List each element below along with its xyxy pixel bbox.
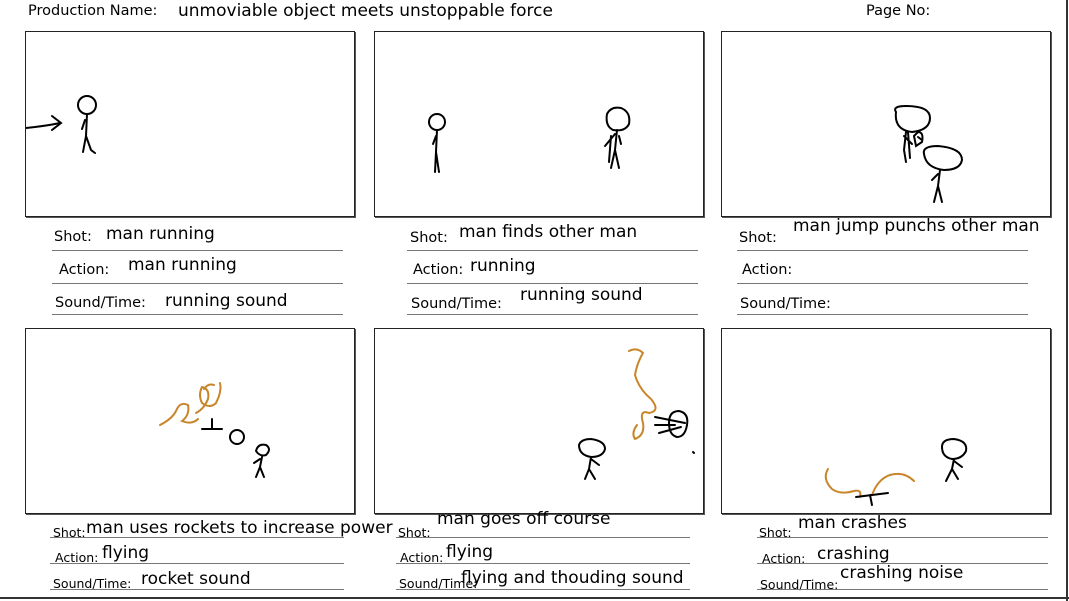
action-label-4: Action: [55,550,99,565]
action-label-5: Action: [400,550,444,565]
shot-value-4: man uses rockets to increase power [86,518,393,538]
sound-label-4: Sound/Time: [53,576,132,591]
sound-label-2: Sound/Time: [411,296,502,312]
shot-label-3: Shot: [739,230,777,246]
shot-line-3 [737,250,1028,251]
action-value-5: flying [446,542,494,562]
storyboard-frame-2 [374,31,704,217]
shot-line-5 [396,537,690,538]
action-value-6: crashing [817,544,890,564]
action-label-6: Action: [762,551,806,566]
sound-line-4 [50,589,344,590]
frame-1-drawing [26,95,97,154]
shot-label-5: Shot: [398,525,431,540]
shot-label-1: Shot: [54,229,92,245]
sound-value-5: flying and thouding sound [461,568,684,588]
shot-label-6: Shot: [759,525,792,540]
sound-line-3 [737,314,1028,315]
page-edge-bottom [0,597,1069,599]
shot-line-1 [52,250,343,251]
production-name-value: unmoviable object meets unstoppable forc… [178,1,553,21]
sound-label-3: Sound/Time: [740,296,831,312]
action-line-4 [50,563,344,564]
shot-value-2: man finds other man [459,222,638,242]
storyboard-frame-6 [721,328,1051,514]
sound-value-1: running sound [165,291,288,311]
shot-value-1: man running [106,224,215,244]
frame-3-drawing [894,104,964,203]
frame-6-drawing [824,437,968,506]
shot-value-5: man goes off course [437,509,611,529]
action-label-2: Action: [413,262,464,278]
action-value-2: running [470,256,536,276]
frame-5-drawing [577,348,695,480]
sound-label-5: Sound/Time: [399,576,478,591]
sound-line-5 [396,589,690,590]
sound-value-4: rocket sound [141,569,251,589]
shot-value-6: man crashes [798,513,907,533]
action-value-4: flying [102,543,150,563]
frame-4-drawing [159,382,270,478]
storyboard-frame-1 [25,31,355,217]
action-label-1: Action: [59,262,110,278]
sound-label-6: Sound/Time: [760,577,839,592]
sound-value-6: crashing noise [840,563,964,583]
sound-label-1: Sound/Time: [55,295,146,311]
storyboard-frame-4 [25,328,355,514]
frame-2-drawing [428,106,631,173]
page-number-label: Page No: [866,3,931,19]
shot-line-4 [50,537,344,538]
shot-line-6 [757,537,1048,538]
shot-label-2: Shot: [410,230,448,246]
action-value-1: man running [128,255,237,275]
action-line-5 [396,563,690,564]
sound-value-2: running sound [520,285,643,305]
action-line-2 [407,283,698,284]
action-label-3: Action: [742,262,793,278]
shot-line-2 [407,250,698,251]
shot-label-4: Shot: [53,525,86,540]
page-edge-right [1066,0,1068,601]
sound-line-1 [52,314,343,315]
action-line-1 [52,283,343,284]
storyboard-frame-3 [721,31,1051,217]
action-line-6 [757,563,1048,564]
shot-value-3: man jump punchs other man [793,216,1040,236]
sound-line-2 [407,314,698,315]
action-line-3 [737,283,1028,284]
production-name-label: Production Name: [28,3,158,19]
storyboard-frame-5 [374,328,704,514]
sound-line-6 [757,589,1048,590]
